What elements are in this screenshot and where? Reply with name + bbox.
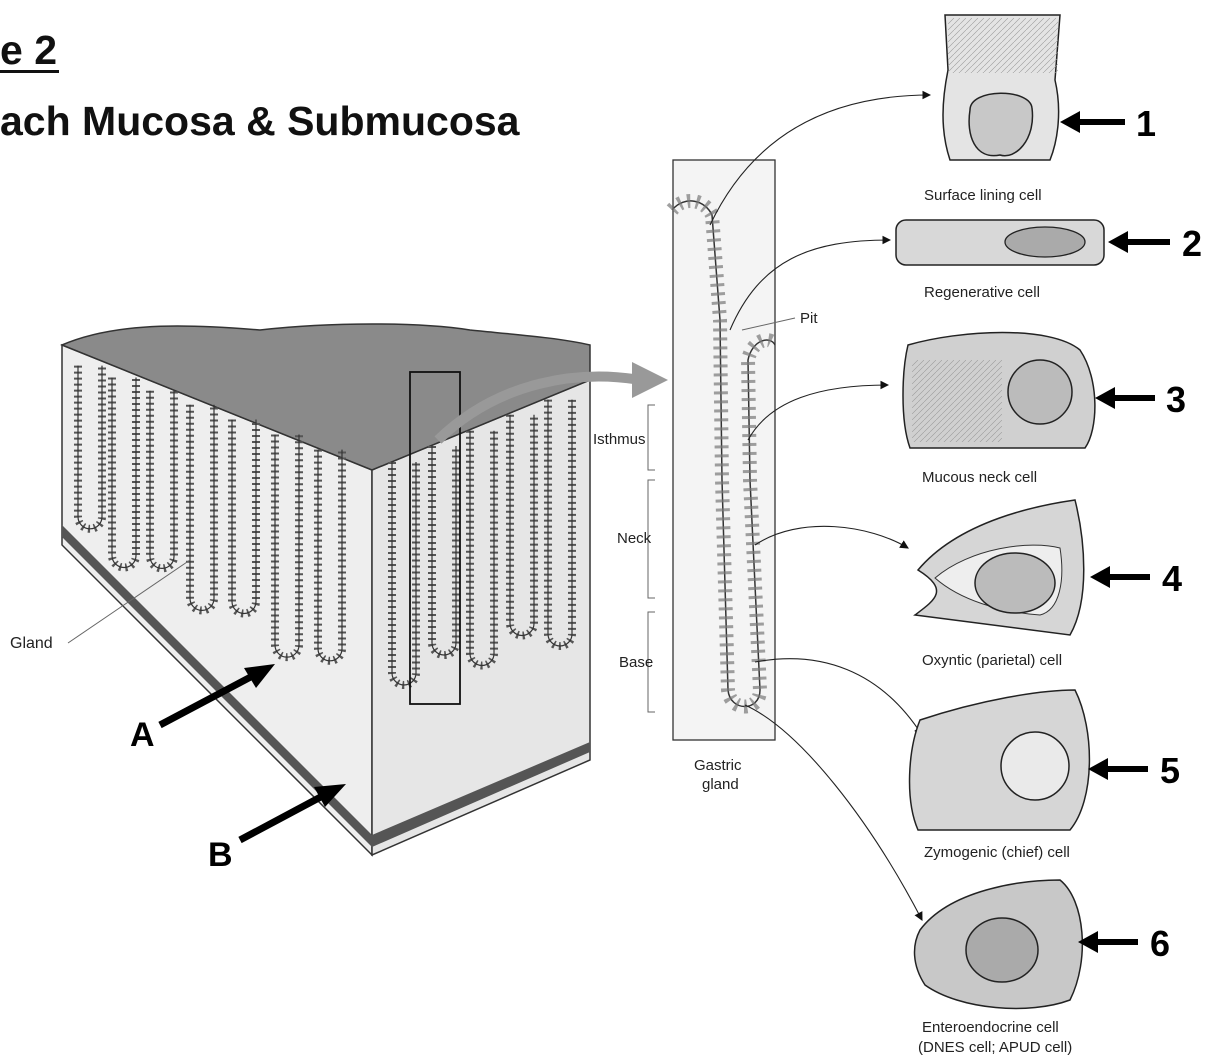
pointer-arrow-b (240, 792, 330, 840)
zoom-arrowhead (632, 362, 668, 398)
connector-4 (755, 526, 908, 548)
pit-label: Pit (800, 310, 818, 327)
label-b: B (208, 836, 233, 874)
cell-4-number: 4 (1162, 558, 1182, 599)
cell-2-name: Regenerative cell (924, 284, 1040, 301)
mucous-neck-cell (903, 333, 1095, 449)
isthmus-bracket (648, 405, 655, 470)
cell-6-name: Enteroendocrine cell (922, 1019, 1059, 1036)
tissue-block (62, 324, 668, 855)
gastric-gland-caption-line1: Gastric (694, 757, 742, 774)
cell-3-number: 3 (1166, 379, 1186, 420)
cell-5-name: Zymogenic (chief) cell (924, 844, 1070, 861)
zymogenic-chief-cell (910, 690, 1090, 830)
cell-3-name: Mucous neck cell (922, 469, 1037, 486)
isthmus-label: Isthmus (593, 431, 646, 448)
regenerative-cell (896, 220, 1104, 265)
cell-2-number: 2 (1182, 223, 1202, 264)
connector-5 (755, 659, 922, 735)
cell-6-name-line2: (DNES cell; APUD cell) (918, 1039, 1072, 1056)
gastric-gland-panel: Pit Isthmus Neck Base Gastric gland (593, 160, 818, 793)
base-label: Base (619, 654, 653, 671)
cell-1-name: Surface lining cell (924, 187, 1042, 204)
oxyntic-parietal-cell (915, 500, 1084, 635)
enteroendocrine-cell (915, 880, 1083, 1008)
cell-4-name: Oxyntic (parietal) cell (922, 652, 1062, 669)
cell-6-number: 6 (1150, 923, 1170, 964)
neck-label: Neck (617, 530, 652, 547)
gland-label: Gland (10, 635, 53, 652)
cell-5-number: 5 (1160, 750, 1180, 791)
cell-1-number: 1 (1136, 103, 1156, 144)
label-a: A (130, 716, 155, 754)
surface-lining-cell (943, 15, 1060, 160)
gastric-gland-caption-line2: gland (702, 776, 739, 793)
